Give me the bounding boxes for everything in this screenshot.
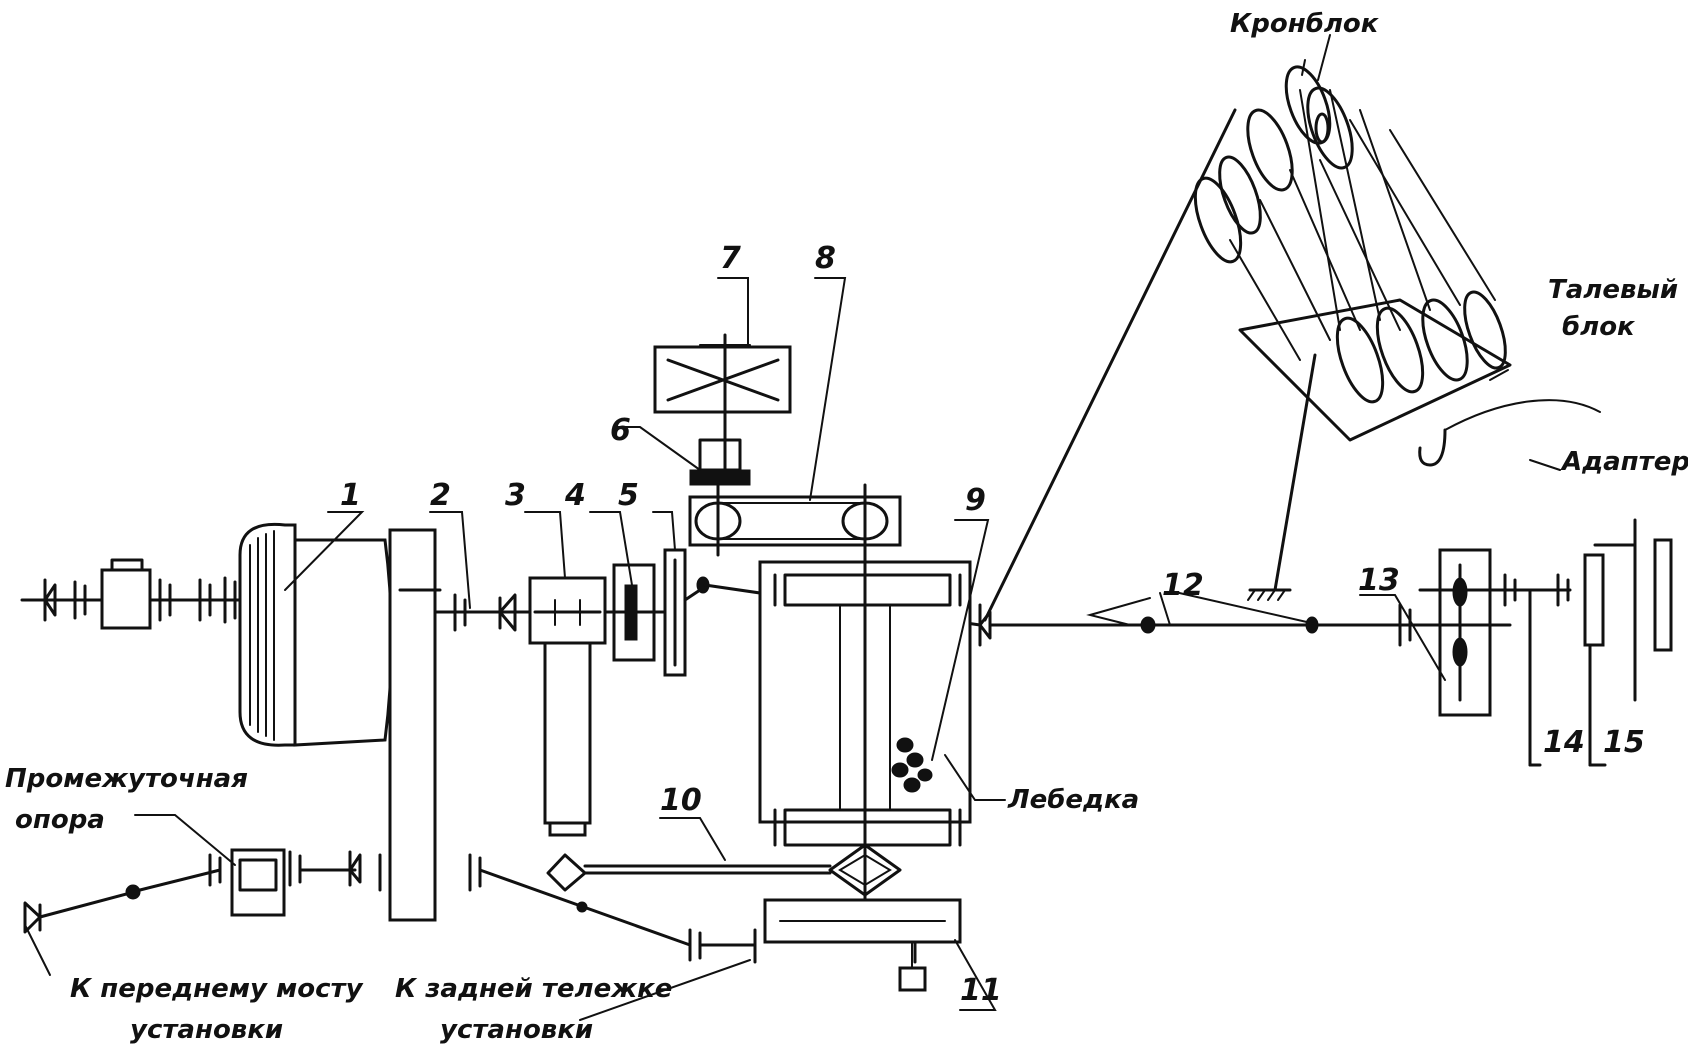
- label-5: 5: [618, 478, 639, 513]
- label-11: 11: [960, 973, 1002, 1008]
- transfer-gearbox: [388, 528, 442, 922]
- label-lebedka: Лебедка: [1007, 785, 1139, 815]
- traveling-block: [1229, 89, 1512, 442]
- crown-block: [1193, 59, 1354, 264]
- label-12: 12: [1162, 568, 1204, 603]
- label-rear-2: установки: [440, 1015, 593, 1045]
- chain-drive-10: [546, 843, 902, 897]
- label-support-2: опора: [15, 805, 105, 835]
- unit-14: [1528, 588, 1542, 767]
- label-4: 4: [564, 478, 586, 513]
- dead-line-anchor: [1247, 353, 1317, 601]
- label-1: 1: [340, 478, 361, 513]
- winch: [758, 558, 992, 917]
- adapter-hook: [1418, 399, 1601, 467]
- chain-drive-8: [688, 483, 902, 572]
- label-3: 3: [505, 478, 526, 513]
- label-14: 14: [1543, 725, 1585, 760]
- label-7: 7: [720, 241, 741, 276]
- clutch-4: [603, 563, 667, 662]
- chain-drive-5: [663, 548, 710, 677]
- label-6: 6: [610, 413, 631, 448]
- coupling-6: [689, 438, 751, 486]
- label-13: 13: [1358, 563, 1400, 598]
- gearbox-3: [528, 576, 607, 837]
- label-adapter: Адаптер: [1560, 447, 1688, 477]
- left-input-shaft: [20, 558, 242, 630]
- lower-transmission: [23, 848, 757, 964]
- fast-line: [983, 108, 1237, 622]
- unit-7: [653, 333, 792, 472]
- label-kronblok: Кронблок: [1230, 9, 1380, 39]
- label-talevyi-1: Талевый: [1548, 275, 1678, 305]
- label-9: 9: [965, 483, 986, 518]
- label-10: 10: [660, 783, 702, 818]
- gearbox-13: [1408, 548, 1572, 717]
- label-front-1: К переднему мосту: [70, 974, 364, 1004]
- label-rear-1: К задней тележке: [395, 974, 672, 1004]
- unit-15: [1583, 518, 1673, 767]
- main-shaft: [433, 593, 532, 632]
- label-talevyi-2: блок: [1562, 312, 1636, 342]
- label-8: 8: [815, 241, 836, 276]
- right-shaft-12: [988, 603, 1412, 647]
- leader-lines: [24, 34, 1561, 1021]
- engine-1: [238, 522, 393, 747]
- unit-11: [763, 898, 962, 992]
- label-2: 2: [430, 478, 451, 513]
- label-support-1: Промежуточная: [5, 764, 248, 794]
- label-15: 15: [1603, 725, 1645, 760]
- label-front-2: установки: [130, 1015, 283, 1045]
